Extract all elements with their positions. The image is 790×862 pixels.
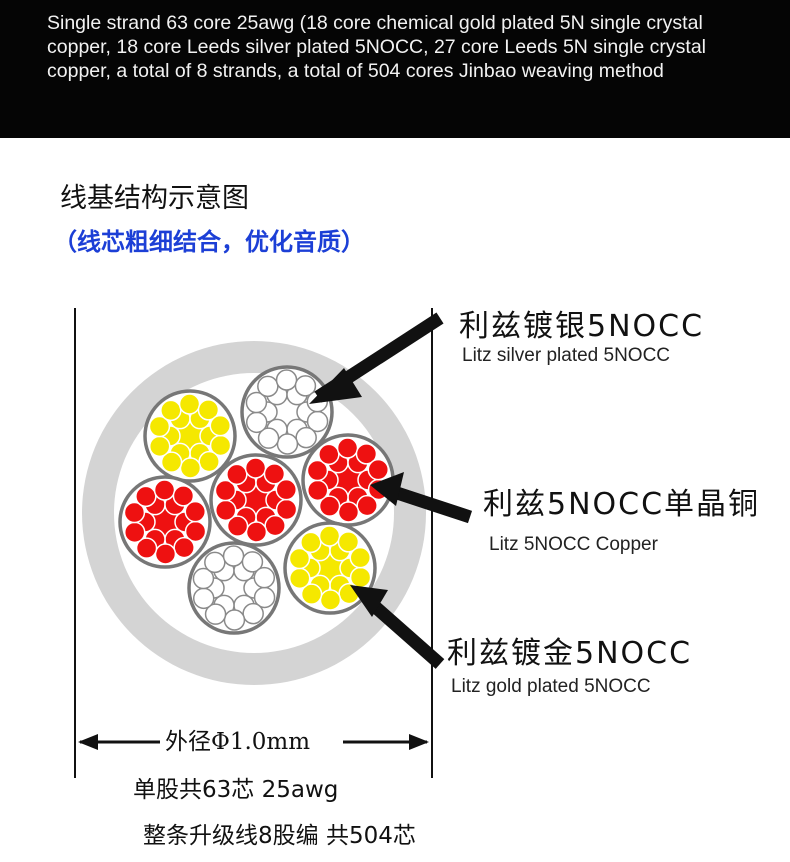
label-arrows: [309, 312, 473, 669]
wire-strand: [178, 393, 201, 415]
wire-strand: [226, 515, 249, 537]
wire-strand: [214, 499, 237, 522]
wire-bundles: [118, 365, 395, 635]
arrowhead-copper: [370, 472, 404, 506]
label-gold-cn: 利兹镀金5NOCC: [447, 636, 693, 671]
wire-strand: [135, 485, 157, 508]
wire-strand: [337, 501, 360, 523]
wire-strand: [306, 459, 329, 482]
wire-strand: [300, 531, 322, 554]
wire-strand: [148, 415, 171, 438]
wire-strand: [295, 426, 317, 449]
wire-strand: [160, 399, 182, 422]
wire-strand: [306, 479, 329, 502]
wire-strand: [197, 399, 220, 421]
arrow-copper: [385, 483, 473, 524]
spec-strand: 单股共63芯 25awg: [133, 777, 339, 803]
wire-strand: [318, 525, 341, 547]
label-gold-en: Litz gold plated 5NOCC: [451, 676, 651, 697]
wire-strand: [318, 495, 341, 517]
wire-strand: [288, 567, 311, 590]
wire-strand: [222, 545, 245, 567]
wire-strand: [192, 587, 215, 610]
wire-strand: [245, 411, 268, 434]
wire-strand: [336, 437, 359, 459]
wire-strand: [245, 521, 268, 543]
header-banner: Single strand 63 core 25awg (18 core che…: [0, 0, 790, 138]
wire-strand: [318, 443, 340, 466]
wire-strand: [275, 369, 298, 391]
wire-strand: [184, 500, 207, 523]
wire-strand: [204, 603, 227, 625]
diagram-subtitle: （线芯粗细结合，优化音质）: [53, 228, 365, 256]
wire-strand: [148, 435, 171, 458]
wire-strand: [198, 450, 220, 473]
wire-strand: [300, 583, 323, 605]
wire-strand: [257, 375, 279, 398]
wire-strand: [245, 391, 268, 414]
wire-strand: [337, 531, 360, 553]
wire-strand: [192, 567, 215, 590]
arrowhead-gold: [350, 585, 388, 617]
wire-strand: [214, 479, 237, 502]
label-copper-cn: 利兹5NOCC单晶铜: [483, 487, 761, 522]
wire-strand: [172, 485, 195, 507]
wire-strand: [226, 463, 248, 486]
wire-strand: [154, 543, 177, 565]
diameter-dimension: [78, 734, 429, 750]
wire-strand: [264, 514, 286, 537]
label-silver-en: Litz silver plated 5NOCC: [462, 345, 671, 366]
wire-strand: [223, 609, 246, 631]
outer-diameter-label: 外径Φ1.0mm: [165, 729, 311, 755]
spec-total: 整条升级线8股编 共504芯: [143, 823, 416, 849]
wire-strand: [288, 547, 311, 570]
wire-strand: [367, 458, 390, 481]
wire-strand: [319, 589, 342, 611]
arrowhead-silver: [309, 368, 362, 404]
wire-strand: [241, 551, 264, 573]
wire-strand: [356, 494, 378, 517]
wire-strand: [123, 521, 146, 544]
wire-strand: [179, 457, 202, 479]
wire-strand: [349, 546, 372, 569]
wire-strand: [253, 566, 276, 589]
product-description: Single strand 63 core 25awg (18 core che…: [47, 12, 707, 82]
diagram-title: 线基结构示意图: [60, 183, 249, 214]
wire-strand: [153, 479, 176, 501]
wire-strand: [173, 536, 195, 559]
wire-strand: [242, 602, 264, 625]
wire-strand: [135, 537, 158, 559]
wire-strand: [275, 478, 298, 501]
wire-strand: [123, 501, 146, 524]
wire-strand: [204, 551, 226, 574]
wire-strand: [160, 451, 183, 473]
arrow-gold: [367, 599, 445, 669]
wire-strand: [209, 414, 232, 437]
wire-strand: [263, 463, 286, 485]
wire-strand: [257, 427, 280, 449]
wire-strand: [276, 433, 299, 455]
wire-strand: [294, 375, 317, 397]
label-silver-cn: 利兹镀银5NOCC: [459, 309, 705, 344]
label-copper-en: Litz 5NOCC Copper: [489, 534, 658, 555]
wire-strand: [355, 443, 378, 465]
wire-strand: [244, 457, 267, 479]
